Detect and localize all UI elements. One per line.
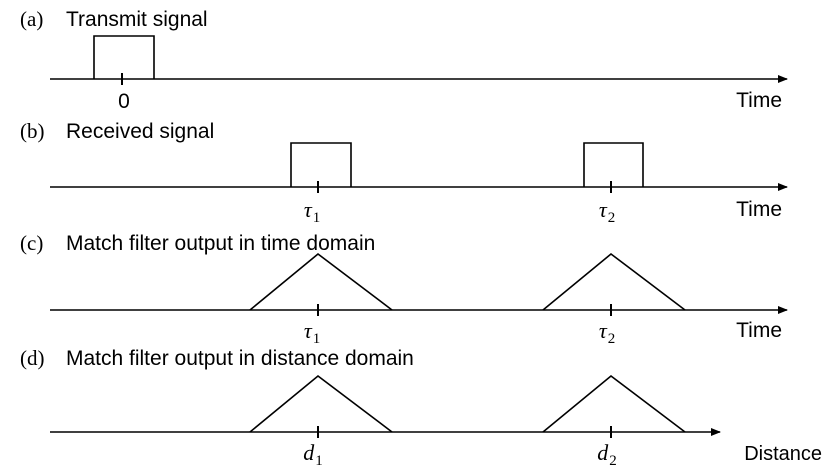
panel-c: (c) Match filter output in time domain τ… <box>20 231 788 347</box>
panel-a-title: Transmit signal <box>66 8 208 31</box>
panel-a: (a) Transmit signal 0 Time <box>20 7 788 113</box>
received-pulse-1 <box>290 142 352 187</box>
received-pulse-2 <box>583 142 644 187</box>
panel-d-axis-label: Distance <box>744 443 822 465</box>
marker-label: τ1 <box>304 197 320 226</box>
filter-peak-1 <box>249 374 393 433</box>
panel-a-letter: (a) <box>20 7 43 31</box>
marker-label: τ1 <box>304 318 320 347</box>
filter-peak-2 <box>542 252 686 311</box>
transmit-pulse <box>93 35 155 79</box>
marker-label: d1 <box>303 440 323 467</box>
marker-label: τ2 <box>599 197 615 226</box>
panel-b-title: Received signal <box>66 120 214 143</box>
panel-b: (b) Received signal τ1 τ2 Time <box>20 119 788 226</box>
panel-a-axis-label: Time <box>736 89 782 112</box>
panel-c-axis-label: Time <box>736 319 782 342</box>
panel-d-title: Match filter output in distance domain <box>66 347 414 370</box>
marker-label: τ2 <box>599 318 615 347</box>
marker-label: d2 <box>597 440 617 467</box>
panel-c-title: Match filter output in time domain <box>66 232 375 255</box>
panel-d: (d) Match filter output in distance doma… <box>20 346 822 467</box>
filter-peak-2 <box>542 374 686 433</box>
filter-peak-1 <box>249 252 393 311</box>
panel-b-axis-label: Time <box>736 198 782 221</box>
panel-d-letter: (d) <box>20 346 45 370</box>
marker-label: 0 <box>118 90 130 113</box>
panel-b-letter: (b) <box>20 119 45 143</box>
panel-c-letter: (c) <box>20 231 43 255</box>
